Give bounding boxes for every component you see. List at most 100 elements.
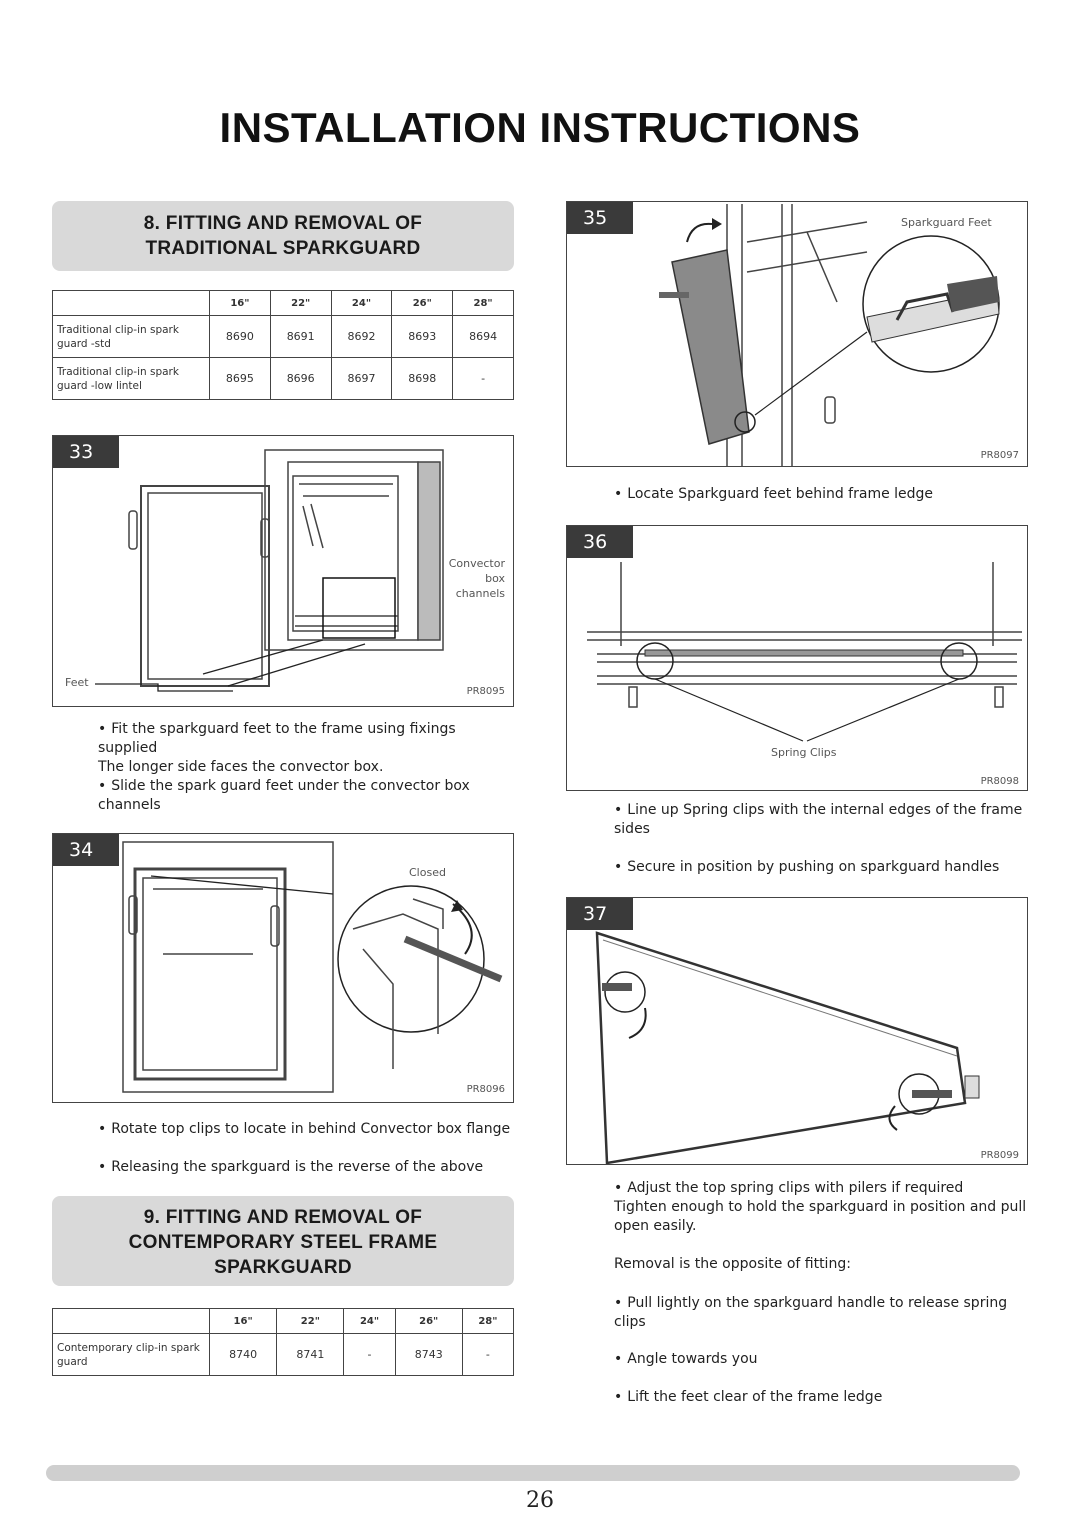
table-header-24: 24" (343, 1308, 396, 1334)
figure-35-reference: PR8097 (980, 450, 1019, 461)
fig33-bullet-2: •Slide the spark guard feet under the co… (98, 777, 518, 815)
figure-34: 34 Closed PR8096 (52, 833, 514, 1103)
table-header-24: 24" (330, 290, 393, 316)
table-cell: - (461, 1333, 515, 1376)
fig37-bullet-4: •Lift the feet clear of the frame ledge (614, 1389, 883, 1405)
fig36-bullet-2-text: Secure in position by pushing on sparkgu… (627, 859, 1000, 875)
section-8-heading: 8. FITTING AND REMOVAL OF TRADITIONAL SP… (52, 201, 514, 271)
table-cell: 8691 (269, 315, 332, 358)
fig35-bullet-1: •Locate Sparkguard feet behind frame led… (614, 486, 934, 502)
fig33-bullet-2-line2: channels (98, 797, 161, 813)
fig37-bullet-4-text: Lift the feet clear of the frame ledge (627, 1389, 883, 1405)
convector-box-channels-label: Convector box channels (449, 556, 505, 601)
section-9-heading: 9. FITTING AND REMOVAL OF CONTEMPORARY S… (52, 1196, 514, 1286)
fig36-bullet-2: •Secure in position by pushing on sparkg… (614, 859, 1000, 875)
page-number: 26 (526, 1488, 554, 1513)
fig37-text-1-line2: open easily. (614, 1218, 697, 1234)
figure-33-number: 33 (53, 436, 119, 468)
table-row: Traditional clip-in spark guard -std 869… (52, 315, 514, 358)
figure-33: 33 Convector box channels Feet PR8095 (52, 435, 514, 707)
figure-37-reference: PR8099 (980, 1150, 1019, 1161)
traditional-sparkguard-table: 16" 22" 24" 26" 28" Traditional clip-in … (52, 290, 514, 400)
figure-36: 36 Spring Clips PR8098 (566, 525, 1028, 791)
fig37-bullet-1: •Adjust the top spring clips with pilers… (614, 1180, 964, 1196)
spring-clips-label: Spring Clips (771, 746, 837, 759)
figure-37: 37 PR8099 (566, 897, 1028, 1165)
sparkguard-feet-label: Sparkguard Feet (901, 216, 992, 229)
figure-37-number: 37 (567, 898, 633, 930)
table-cell: 8690 (209, 315, 271, 358)
table-row-label: Traditional clip-in spark guard -low lin… (52, 357, 210, 400)
figure-36-drawing (587, 562, 1022, 742)
table-row-label: Traditional clip-in spark guard -std (52, 315, 210, 358)
feet-label: Feet (65, 676, 89, 689)
closed-label: Closed (409, 866, 446, 879)
figure-34-reference: PR8096 (466, 1084, 505, 1095)
fig37-bullet-2: •Pull lightly on the sparkguard handle t… (614, 1294, 1034, 1332)
contemporary-sparkguard-table: 16" 22" 24" 26" 28" Contemporary clip-in… (52, 1308, 515, 1376)
fig34-bullet-1-text: Rotate top clips to locate in behind Con… (111, 1121, 511, 1137)
figure-36-number: 36 (567, 526, 633, 558)
table-header-row: 16" 22" 24" 26" 28" (52, 290, 514, 316)
section-9-heading-line1: 9. FITTING AND REMOVAL OF (143, 1207, 423, 1228)
figure-35-drawing (659, 204, 1000, 466)
figure-36-reference: PR8098 (980, 776, 1019, 787)
section-9-heading-line3: SPARKGUARD (214, 1257, 352, 1278)
table-cell: - (452, 357, 514, 400)
fig37-bullet-3-text: Angle towards you (627, 1351, 758, 1367)
fig36-bullet-1-line1: Line up Spring clips with the internal e… (627, 802, 1023, 818)
figure-33-reference: PR8095 (466, 686, 505, 697)
figure-33-drawing (95, 449, 444, 692)
table-cell: 8692 (330, 315, 393, 358)
table-cell: 8743 (394, 1333, 463, 1376)
fig37-text-2: Removal is the opposite of fitting: (614, 1256, 851, 1272)
table-cell: 8693 (391, 315, 454, 358)
table-header-22: 22" (269, 290, 332, 316)
table-cell: 8741 (276, 1333, 345, 1376)
table-cell: 8695 (209, 357, 271, 400)
section-8-heading-line2: TRADITIONAL SPARKGUARD (145, 238, 421, 259)
fig34-bullet-1: •Rotate top clips to locate in behind Co… (98, 1121, 511, 1137)
page-title: INSTALLATION INSTRUCTIONS (219, 104, 861, 151)
fig34-bullet-2-text: Releasing the sparkguard is the reverse … (111, 1159, 484, 1175)
fig37-text-1: Tighten enough to hold the sparkguard in… (614, 1198, 1034, 1236)
footer-bar (46, 1465, 1020, 1481)
table-header-row: 16" 22" 24" 26" 28" (52, 1308, 515, 1334)
convector-label-line2: box (485, 572, 505, 585)
table-header-16: 16" (209, 290, 271, 316)
table-header-blank (52, 290, 210, 316)
table-header-22: 22" (276, 1308, 345, 1334)
fig37-text-1-line1: Tighten enough to hold the sparkguard in… (614, 1199, 1027, 1215)
table-cell: 8698 (391, 357, 454, 400)
table-header-26: 26" (394, 1308, 463, 1334)
table-cell: 8740 (208, 1333, 278, 1376)
figure-34-number: 34 (53, 834, 119, 866)
fig33-bullet-1-line1: Fit the sparkguard feet to the frame usi… (98, 721, 456, 756)
table-row-label: Contemporary clip-in spark guard (52, 1333, 210, 1376)
figure-34-drawing (122, 841, 503, 1093)
table-header-blank (52, 1308, 210, 1334)
table-row: Traditional clip-in spark guard -low lin… (52, 357, 514, 400)
table-cell: 8694 (452, 315, 514, 358)
fig37-bullet-2-line1: Pull lightly on the sparkguard handle to… (627, 1295, 1008, 1311)
fig37-bullet-2-line2: clips (614, 1314, 646, 1330)
fig37-bullet-1-text: Adjust the top spring clips with pilers … (627, 1180, 964, 1196)
table-cell: 8696 (269, 357, 332, 400)
figure-35: 35 Sparkguard Feet PR8097 (566, 201, 1028, 467)
convector-label-line3: channels (455, 587, 505, 600)
table-cell: - (343, 1333, 396, 1376)
fig35-bullet-1-text: Locate Sparkguard feet behind frame ledg… (627, 486, 934, 502)
figure-35-number: 35 (567, 202, 633, 234)
fig33-bullet-1-line2: The longer side faces the convector box. (98, 759, 384, 775)
table-cell: 8697 (330, 357, 393, 400)
fig33-bullet-2-line1: Slide the spark guard feet under the con… (111, 778, 470, 794)
fig33-bullet-1: •Fit the sparkguard feet to the frame us… (98, 720, 518, 777)
fig34-bullet-2: •Releasing the sparkguard is the reverse… (98, 1159, 484, 1175)
fig37-bullet-3: •Angle towards you (614, 1351, 758, 1367)
table-header-16: 16" (208, 1308, 278, 1334)
table-row: Contemporary clip-in spark guard 8740 87… (52, 1333, 515, 1376)
convector-label-line1: Convector (448, 557, 505, 570)
fig36-bullet-1: •Line up Spring clips with the internal … (614, 801, 1034, 839)
section-9-heading-line2: CONTEMPORARY STEEL FRAME (128, 1232, 438, 1253)
table-header-28: 28" (461, 1308, 515, 1334)
